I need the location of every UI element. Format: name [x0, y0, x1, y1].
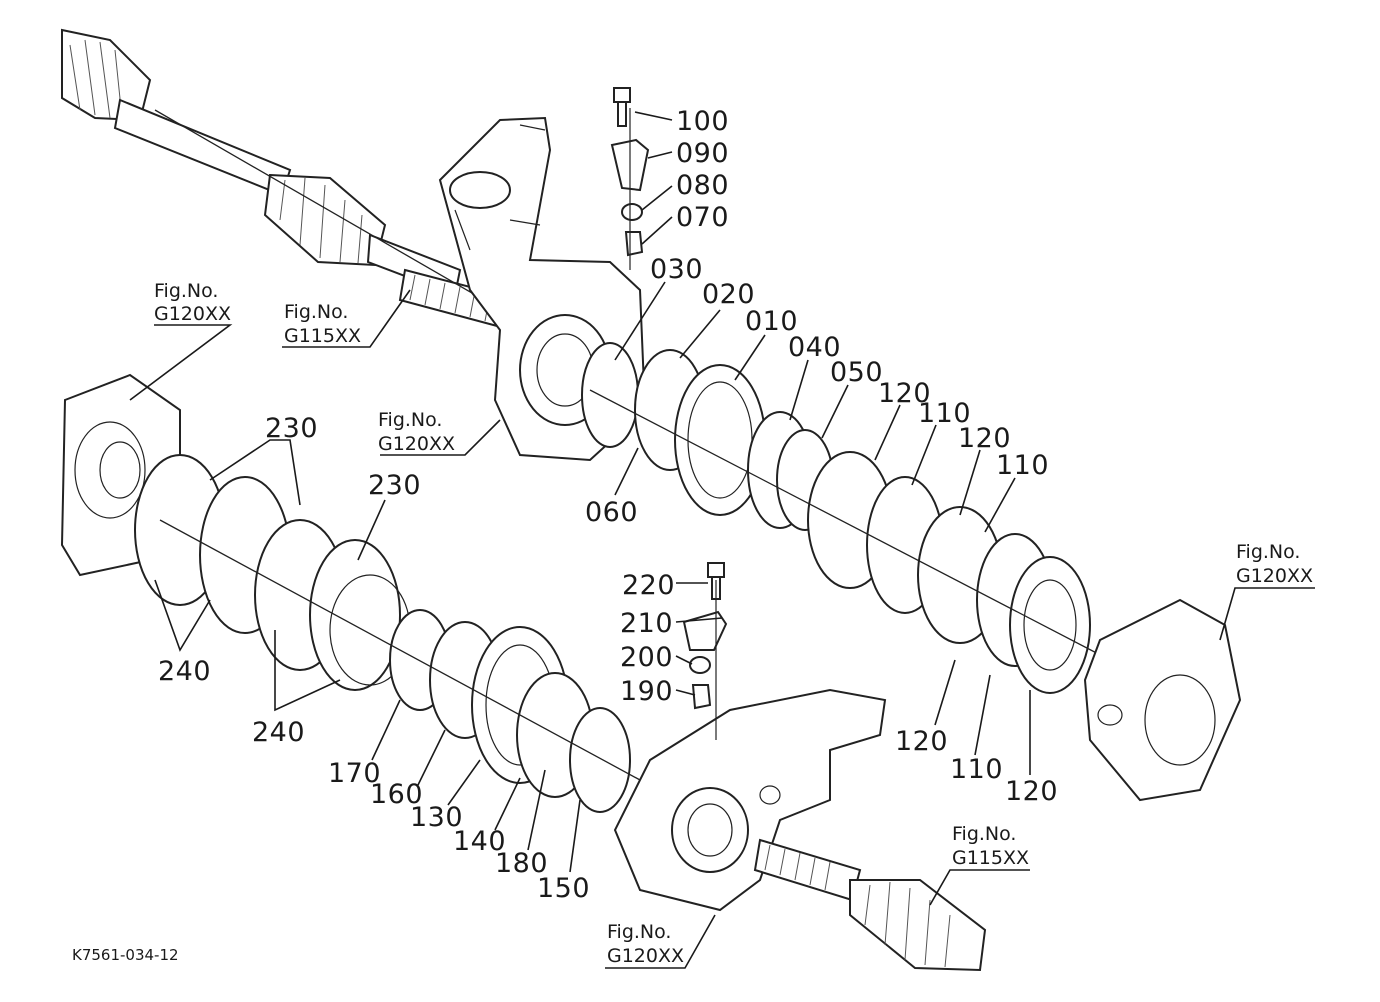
diagram-code: K7561-034-12 — [72, 946, 179, 964]
svg-text:Fig.No.: Fig.No. — [607, 921, 671, 943]
label-030: 030 — [650, 254, 703, 285]
svg-text:G120XX: G120XX — [607, 945, 684, 967]
label-160: 160 — [370, 779, 423, 810]
svg-text:G115XX: G115XX — [952, 847, 1029, 869]
figure-references: Fig.No. G120XX Fig.No. G115XX Fig.No. G1… — [154, 280, 1313, 967]
label-180: 180 — [495, 848, 548, 879]
label-120-c: 120 — [895, 726, 948, 757]
fig-ref-lower-shaft: Fig.No. G115XX — [952, 823, 1029, 869]
svg-text:G115XX: G115XX — [284, 325, 361, 347]
label-120-a: 120 — [878, 378, 931, 409]
label-080: 080 — [676, 170, 729, 201]
lower-knuckle — [613, 688, 887, 912]
label-020: 020 — [702, 279, 755, 310]
label-120-d: 120 — [1005, 776, 1058, 807]
label-070: 070 — [676, 202, 729, 233]
label-200: 200 — [620, 642, 673, 673]
label-230-b: 230 — [368, 470, 421, 501]
label-110-a: 110 — [918, 398, 971, 429]
svg-text:Fig.No.: Fig.No. — [1236, 541, 1300, 563]
right-housing — [1083, 598, 1242, 802]
label-210: 210 — [620, 608, 673, 639]
label-060: 060 — [585, 497, 638, 528]
lower-drive-shaft — [753, 838, 987, 972]
fig-ref-left: Fig.No. G120XX — [154, 280, 231, 325]
drawing — [60, 28, 1242, 972]
lower-hardware-stack — [682, 562, 728, 740]
label-010: 010 — [745, 306, 798, 337]
svg-text:Fig.No.: Fig.No. — [154, 280, 218, 302]
svg-text:Fig.No.: Fig.No. — [952, 823, 1016, 845]
fig-ref-right-housing: Fig.No. G120XX — [1236, 541, 1313, 587]
leader-lines — [129, 111, 1315, 969]
part-number-labels: 100 090 080 070 030 020 010 040 050 120 … — [158, 106, 1058, 904]
label-050: 050 — [830, 357, 883, 388]
label-130: 130 — [410, 802, 463, 833]
svg-text:G120XX: G120XX — [378, 433, 455, 455]
fig-ref-lower-knuckle: Fig.No. G120XX — [607, 921, 684, 967]
upper-hardware-stack — [610, 87, 650, 270]
label-110-b: 110 — [996, 450, 1049, 481]
label-110-c: 110 — [950, 754, 1003, 785]
label-230-a: 230 — [265, 413, 318, 444]
fig-ref-upper-knuckle: Fig.No. G120XX — [378, 409, 455, 455]
label-240-b: 240 — [252, 717, 305, 748]
label-170: 170 — [328, 758, 381, 789]
label-220: 220 — [622, 570, 675, 601]
fig-ref-upper-shaft: Fig.No. G115XX — [284, 301, 361, 347]
label-190: 190 — [620, 676, 673, 707]
label-040: 040 — [788, 332, 841, 363]
label-090: 090 — [676, 138, 729, 169]
svg-text:G120XX: G120XX — [154, 303, 231, 325]
label-140: 140 — [453, 826, 506, 857]
upper-ring-discs — [581, 342, 1111, 694]
label-240-a: 240 — [158, 656, 211, 687]
svg-text:Fig.No.: Fig.No. — [378, 409, 442, 431]
svg-text:Fig.No.: Fig.No. — [284, 301, 348, 323]
left-disc-pack — [134, 454, 641, 813]
label-150: 150 — [537, 873, 590, 904]
label-120-b: 120 — [958, 423, 1011, 454]
svg-text:G120XX: G120XX — [1236, 565, 1313, 587]
label-100: 100 — [676, 106, 729, 137]
